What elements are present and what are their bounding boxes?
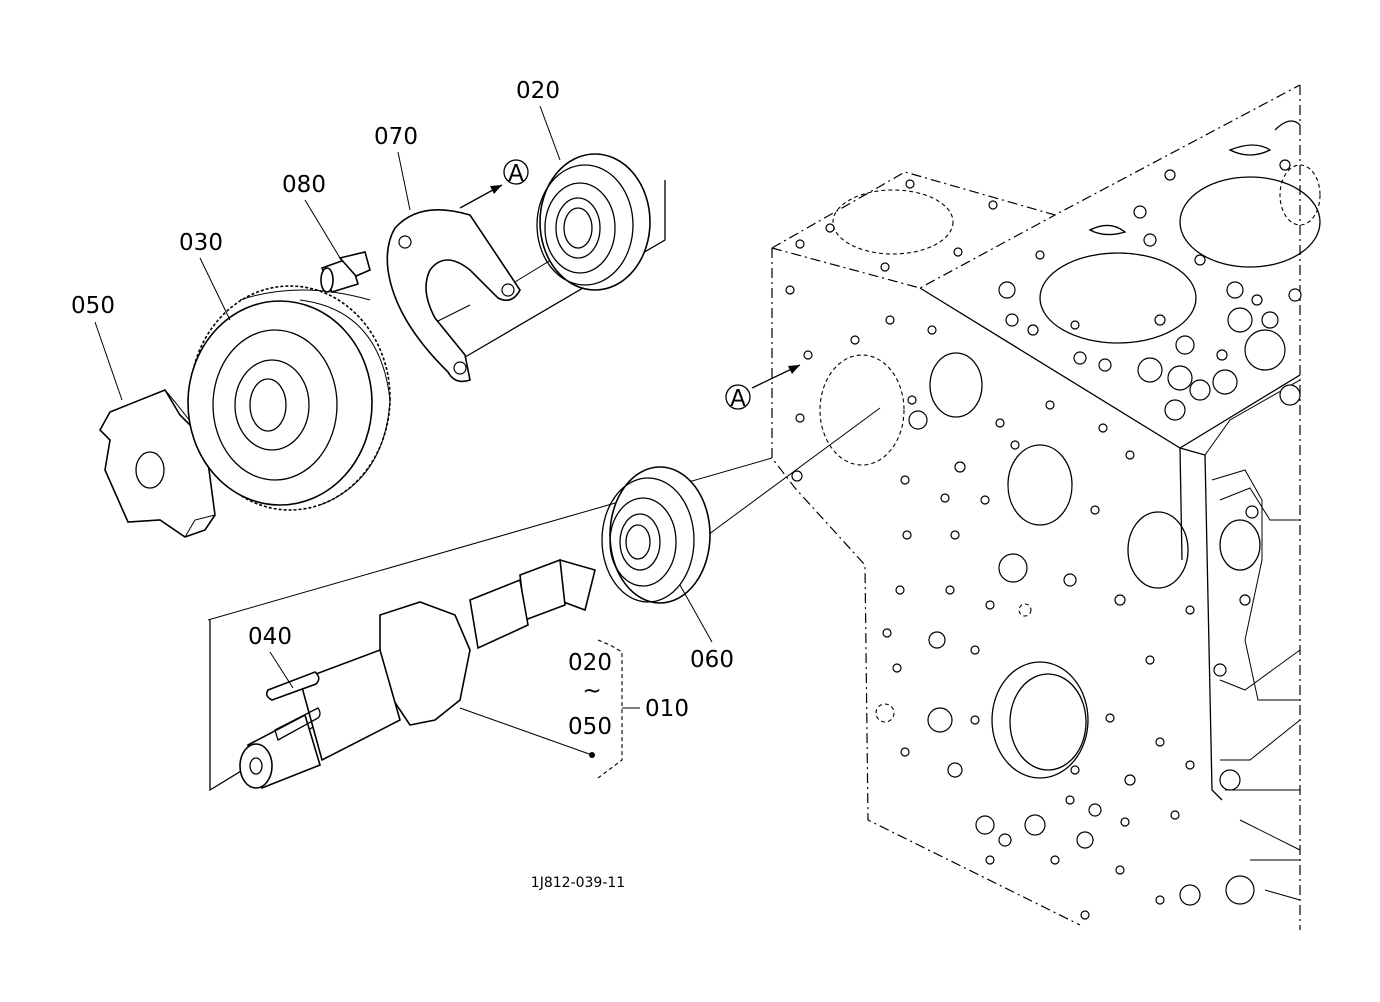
assembly-range-bracket — [459, 639, 640, 779]
part-070-retainer-plate — [386, 209, 521, 383]
part-040-key — [265, 671, 320, 701]
drawing-number: 1J812-039-11 — [531, 875, 625, 891]
label-080: 080 — [282, 172, 326, 198]
part-030-idle-gear — [187, 285, 391, 511]
part-060-bearing — [601, 466, 711, 604]
deck-holes — [795, 159, 1302, 421]
label-040: 040 — [248, 624, 292, 650]
leader-lines — [94, 105, 713, 689]
face-holes — [785, 285, 1259, 920]
label-030: 030 — [179, 230, 223, 256]
label-020: 020 — [516, 78, 560, 104]
label-010: 010 — [645, 696, 689, 722]
part-020-bearing — [536, 153, 651, 291]
range-tilde: ~ — [582, 678, 601, 704]
reference-a-block-marker: A — [725, 364, 801, 412]
range-from-label: 020 — [568, 650, 612, 676]
part-080-bolt — [320, 251, 371, 293]
label-050: 050 — [71, 293, 115, 319]
engine-block: A — [725, 84, 1321, 930]
label-070: 070 — [374, 124, 418, 150]
reference-a-top: A — [508, 161, 524, 187]
label-060: 060 — [690, 647, 734, 673]
range-to-label: 050 — [568, 714, 612, 740]
reference-a-top-marker: A — [459, 159, 529, 209]
shaft — [239, 558, 596, 790]
reference-a-block: A — [730, 386, 746, 412]
